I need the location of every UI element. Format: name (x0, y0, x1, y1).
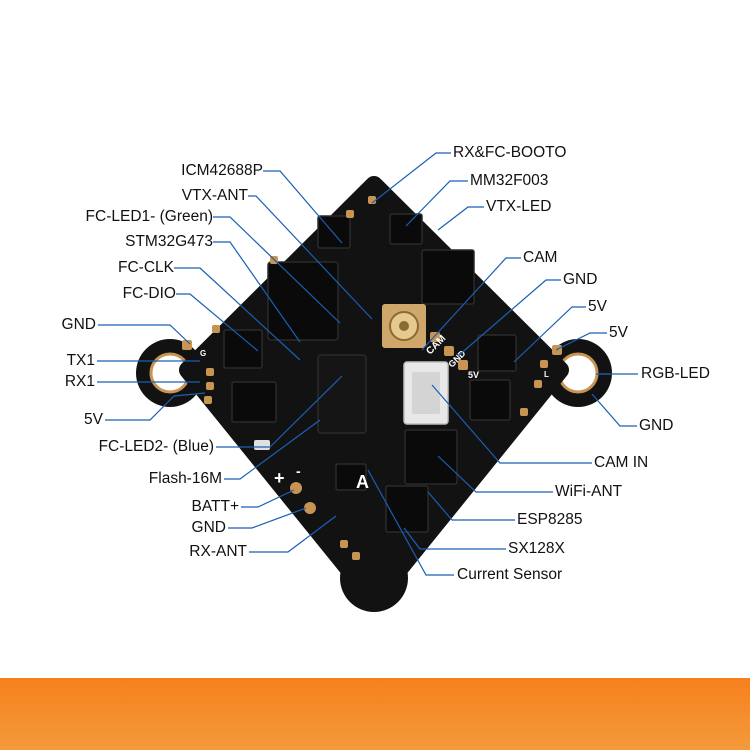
label-5v-left: 5V (84, 411, 103, 428)
chip-current-sensor (335, 463, 367, 491)
label-sx128x: SX128X (508, 540, 565, 557)
silk-plus: + (274, 468, 285, 488)
label-gnd-right: GND (639, 417, 674, 434)
chip-esp8285 (404, 429, 458, 485)
silk-minus: - (296, 463, 301, 479)
label-vtx-led: VTX-LED (486, 198, 552, 215)
label-esp8285: ESP8285 (517, 511, 583, 528)
label-vtx-ant: VTX-ANT (181, 187, 248, 204)
label-5v-right-1: 5V (588, 298, 607, 315)
label-rx1: RX1 (64, 373, 95, 390)
leader-lines (97, 152, 637, 576)
label-rx-fc-boot: RX&FC-BOOTO (453, 144, 567, 161)
label-fc-dio: FC-DIO (122, 285, 176, 302)
label-flash: Flash-16M (148, 470, 222, 487)
label-tx1: TX1 (66, 352, 95, 369)
label-batt-plus: BATT+ (191, 498, 239, 515)
silk-a: A (356, 472, 369, 492)
label-wifi-ant: WiFi-ANT (555, 483, 623, 500)
label-current-sensor: Current Sensor (457, 566, 563, 583)
label-mm32f003: MM32F003 (470, 172, 549, 189)
label-gnd-batt: GND (191, 519, 226, 536)
label-fc-clk: FC-CLK (118, 259, 174, 276)
chip-mm32f003 (389, 213, 423, 245)
chip-vtx (421, 249, 475, 305)
label-cam: CAM (523, 249, 558, 266)
pcb-components (223, 213, 517, 533)
silk-g: G (200, 349, 206, 358)
label-fc-led2: FC-LED2- (Blue) (98, 438, 214, 455)
chip-right-lower (469, 379, 511, 421)
chip-right (477, 334, 517, 372)
label-rx-ant: RX-ANT (189, 543, 247, 560)
label-icm42688p: ICM42688P (181, 162, 263, 179)
label-gnd-left: GND (61, 316, 96, 333)
label-gnd-cam: GND (563, 271, 598, 288)
label-rgb-led: RGB-LED (641, 365, 710, 382)
chip-left-upper (223, 329, 263, 369)
silk-5v: 5V (468, 370, 479, 380)
silk-l: L (544, 370, 549, 379)
label-cam-in: CAM IN (594, 454, 649, 471)
label-5v-right-2: 5V (609, 324, 628, 341)
chip-left-lower (231, 381, 277, 423)
orange-footer-band (0, 678, 750, 750)
chip-flash (317, 354, 367, 434)
label-stm32g473: STM32G473 (125, 233, 213, 250)
label-fc-led1: FC-LED1- (Green) (85, 208, 213, 225)
antenna-connector (382, 304, 426, 348)
